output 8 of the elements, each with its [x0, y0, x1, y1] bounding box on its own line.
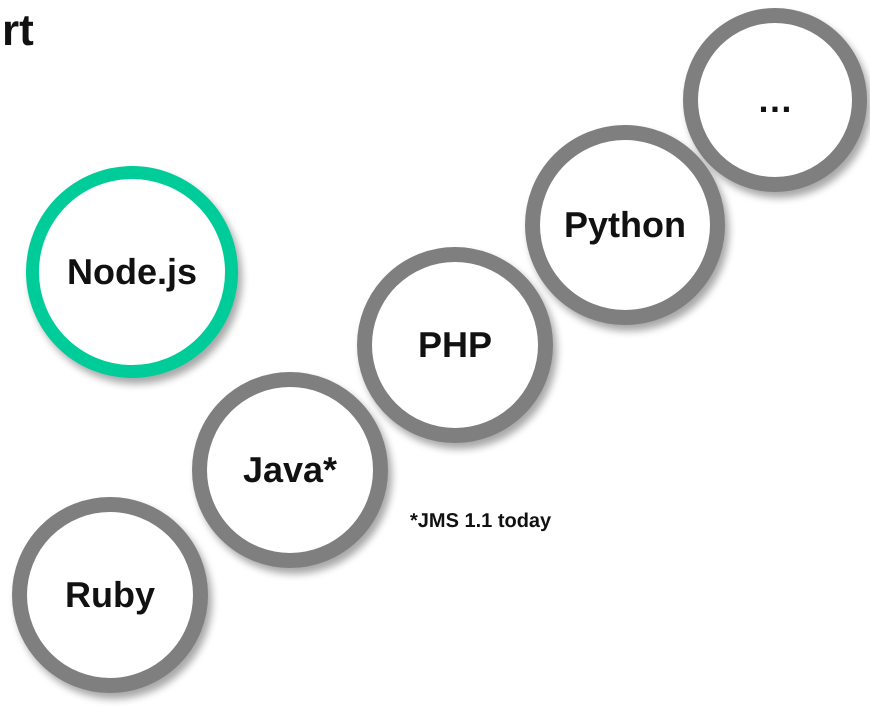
node-label: …	[757, 79, 793, 121]
node-label: Node.js	[66, 251, 198, 293]
node-label: Ruby	[65, 574, 155, 616]
node-label: PHP	[418, 324, 492, 366]
node-label: Java*	[242, 449, 338, 491]
title: rt	[2, 6, 34, 56]
footnote: *JMS 1.1 today	[410, 510, 552, 533]
node-label: Python	[564, 204, 686, 246]
